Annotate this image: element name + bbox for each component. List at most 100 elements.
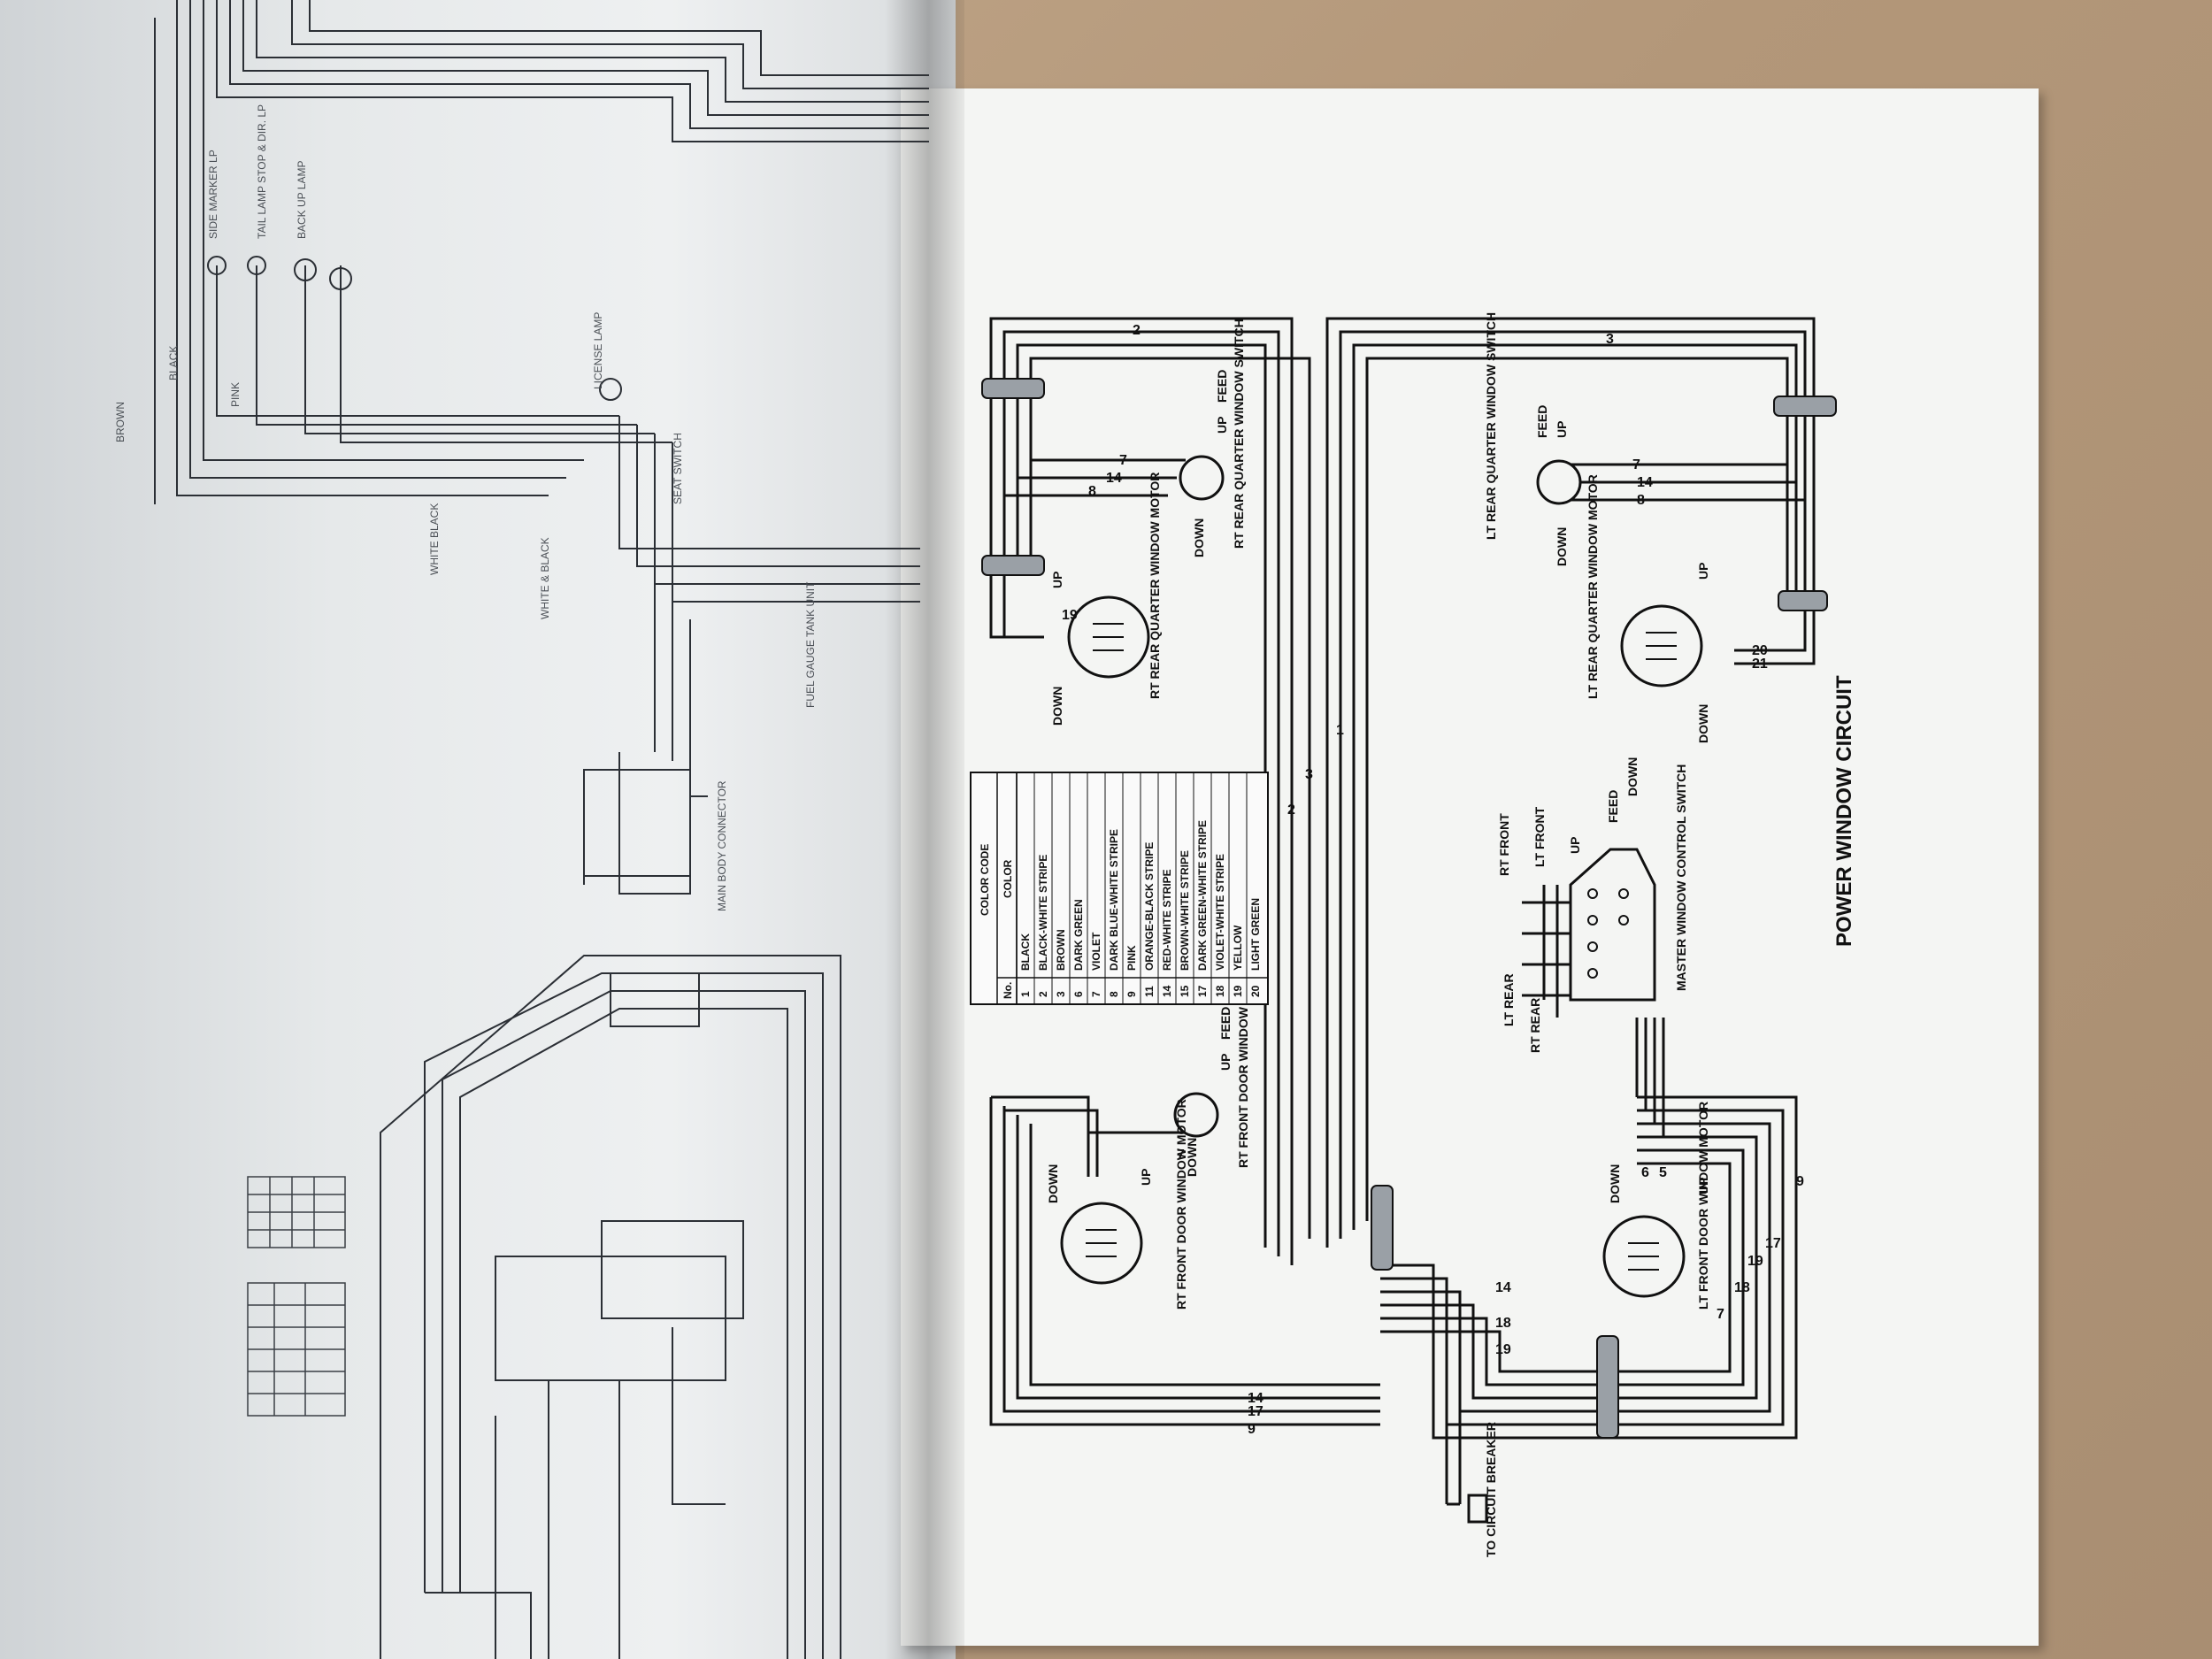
color-code-no: 18 xyxy=(1214,985,1226,997)
wire-number: 19 xyxy=(1747,1254,1763,1269)
left-label: PINK xyxy=(229,382,242,407)
label-down: DOWN xyxy=(1608,1164,1622,1203)
color-code-color: ORANGE-BLACK STRIPE xyxy=(1143,842,1156,971)
color-code-no: 7 xyxy=(1090,991,1102,997)
connector xyxy=(1778,590,1828,611)
wire-number: 20 xyxy=(1752,643,1768,658)
label-up: UP xyxy=(1696,1178,1710,1194)
rt-rear-quarter-switch-symbol xyxy=(1179,455,1225,501)
label-lt-rear: LT REAR xyxy=(1502,973,1516,1026)
wire-number: 21 xyxy=(1752,657,1768,672)
color-code-color: BROWN xyxy=(1055,929,1067,971)
label-up: UP xyxy=(1215,417,1229,434)
color-code-no: 14 xyxy=(1161,985,1173,997)
lt-rear-quarter-switch-symbol xyxy=(1536,459,1582,505)
left-page xyxy=(0,0,956,1659)
wire-number: 1 xyxy=(1336,723,1344,738)
wire-number: 7 xyxy=(1119,453,1127,468)
color-code-color: BLACK-WHITE STRIPE xyxy=(1037,855,1049,971)
lt-rear-quarter-switch-label: LT REAR QUARTER WINDOW SWITCH xyxy=(1484,312,1498,540)
color-code-col-color: COLOR xyxy=(1002,859,1014,898)
left-label: FUEL GAUGE TANK UNIT xyxy=(804,581,817,708)
label-down: DOWN xyxy=(1625,757,1640,796)
color-code-table: COLOR CODE No. COLOR 1BLACK2BLACK-WHITE … xyxy=(970,772,1269,1005)
wire-number: 14 xyxy=(1106,471,1122,486)
lt-rear-quarter-motor-label: LT REAR QUARTER WINDOW MOTOR xyxy=(1586,474,1600,699)
wire-number: 5 xyxy=(1659,1165,1667,1180)
label-down: DOWN xyxy=(1050,687,1064,726)
wire-number: 9 xyxy=(1796,1174,1804,1189)
label-up: UP xyxy=(1218,1054,1233,1071)
left-label: BROWN xyxy=(114,402,127,442)
wire-number: 14 xyxy=(1637,475,1653,490)
wire-number: 18 xyxy=(1495,1316,1511,1331)
color-code-no: 6 xyxy=(1072,991,1085,997)
wire-number: 17 xyxy=(1765,1236,1781,1251)
label-feed: FEED xyxy=(1535,405,1549,438)
color-code-no: 19 xyxy=(1232,985,1244,997)
color-code-color: BLACK xyxy=(1019,933,1032,971)
wire-number: 2 xyxy=(1287,803,1295,818)
left-label: BLACK xyxy=(167,346,180,380)
color-code-no: 17 xyxy=(1196,985,1209,997)
wire xyxy=(176,0,549,496)
circuit-breaker-label: TO CIRCUIT BREAKER xyxy=(1484,1422,1498,1557)
page-title: POWER WINDOW CIRCUIT xyxy=(1832,675,1856,947)
color-code-color: LIGHT GREEN xyxy=(1249,898,1262,971)
connector xyxy=(981,378,1045,399)
color-code-color: VIOLET-WHITE STRIPE xyxy=(1214,854,1226,971)
color-code-heading: COLOR CODE xyxy=(979,844,991,916)
wire-number: 14 xyxy=(1248,1391,1263,1406)
rt-rear-quarter-motor-label: RT REAR QUARTER WINDOW MOTOR xyxy=(1148,472,1162,699)
master-switch-label: MASTER WINDOW CONTROL SWITCH xyxy=(1674,764,1688,991)
connector xyxy=(1596,1335,1619,1439)
label-feed: FEED xyxy=(1218,1007,1233,1040)
wire-number: 7 xyxy=(1632,457,1640,472)
label-up: UP xyxy=(1555,421,1569,438)
label-up: UP xyxy=(1050,572,1064,588)
color-code-color: DARK GREEN xyxy=(1072,899,1085,971)
left-label: SIDE MARKER LP xyxy=(207,150,219,239)
wire-number: 18 xyxy=(1734,1280,1750,1295)
wire-number: 14 xyxy=(1495,1280,1511,1295)
label-feed: FEED xyxy=(1215,370,1229,403)
rt-front-door-switch-label: RT FRONT DOOR WINDOW SWITCH xyxy=(1236,955,1250,1168)
color-code-col-no: No. xyxy=(1002,982,1014,999)
label-down: DOWN xyxy=(1185,1138,1199,1177)
wire-number: 8 xyxy=(1088,484,1096,499)
label-feed: FEED xyxy=(1606,790,1620,823)
label-lt-front: LT FRONT xyxy=(1532,806,1547,867)
left-label: BACK UP LAMP xyxy=(296,161,308,239)
color-code-no: 9 xyxy=(1125,991,1138,997)
left-label: WHITE BLACK xyxy=(428,503,441,575)
color-code-color: DARK BLUE-WHITE STRIPE xyxy=(1108,829,1120,971)
color-code-no: 11 xyxy=(1143,986,1156,997)
lt-front-door-motor-label: LT FRONT DOOR WINDOW MOTOR xyxy=(1696,1102,1710,1310)
wire-number: 8 xyxy=(1637,493,1645,508)
book-gutter xyxy=(885,0,964,1659)
circuit-breaker-symbol xyxy=(1467,1494,1488,1524)
color-code-color: DARK GREEN-WHITE STRIPE xyxy=(1196,820,1209,971)
rt-front-door-switch-symbol xyxy=(1173,1092,1219,1138)
connector xyxy=(1371,1185,1394,1271)
connector xyxy=(1773,396,1837,417)
connector xyxy=(981,555,1045,576)
left-label: WHITE & BLACK xyxy=(539,537,551,619)
label-rt-rear: RT REAR xyxy=(1528,998,1542,1053)
wire-number: 2 xyxy=(1133,323,1141,338)
wire-number: 6 xyxy=(1641,1165,1649,1180)
rt-rear-quarter-switch-label: RT REAR QUARTER WINDOW SWITCH xyxy=(1232,319,1246,549)
color-code-no: 2 xyxy=(1037,991,1049,997)
label-down: DOWN xyxy=(1192,518,1206,557)
wire-number: 19 xyxy=(1062,608,1078,623)
wire-number: 3 xyxy=(1606,332,1614,347)
wire-number: 9 xyxy=(1248,1422,1256,1437)
label-rt-front: RT FRONT xyxy=(1497,813,1511,876)
color-code-no: 3 xyxy=(1055,991,1067,997)
wire-number: 7 xyxy=(1717,1307,1724,1322)
color-code-no: 15 xyxy=(1179,985,1191,997)
left-label: TAIL LAMP STOP & DIR. LP xyxy=(256,104,268,239)
